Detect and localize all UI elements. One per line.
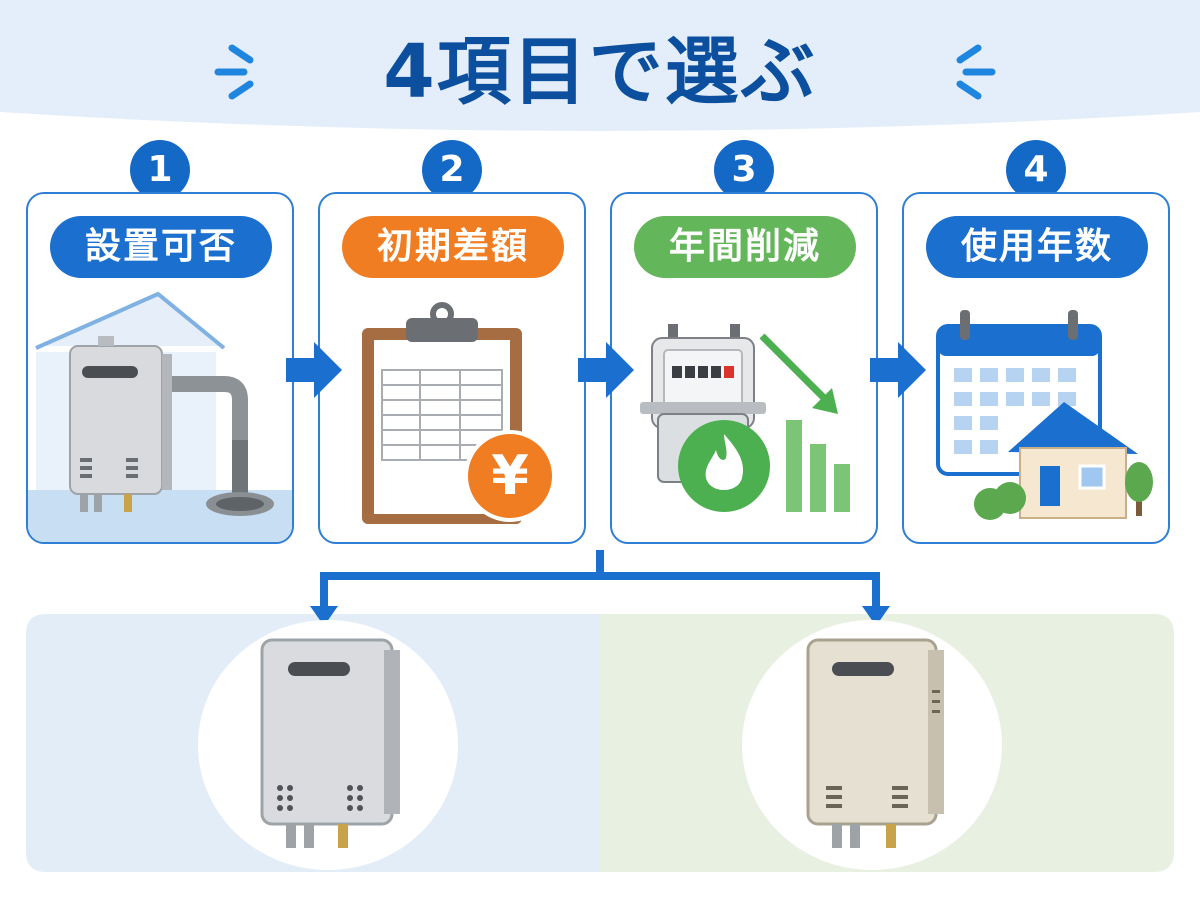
step-card-annual-savings: 年間削減 [610,192,878,544]
branch-arrow-icon [310,550,890,626]
step-label-initial-cost: 初期差額 [342,216,564,278]
water-heater-gray-icon [260,638,400,848]
step-number-2: 2 [422,140,482,200]
step-card-initial-cost: 初期差額 ¥ [318,192,586,544]
step-card-years-of-use: 使用年数 [902,192,1170,544]
page-title: 4項目で選ぶ [383,29,817,115]
spark-right-icon [956,44,996,100]
water-heater-beige-icon [806,638,944,848]
option-right [742,620,1002,870]
step-number-1: 1 [130,140,190,200]
yen-symbol: ¥ [491,444,529,507]
arrow-right-icon [578,342,634,398]
spark-left-icon [214,44,254,100]
arrow-right-icon [870,342,926,398]
step-label-installation: 設置可否 [50,216,272,278]
step-label-years-of-use: 使用年数 [926,216,1148,278]
clipboard-yen-icon: ¥ [362,302,556,524]
step-number-3: 3 [714,140,774,200]
header-band [0,0,1200,131]
option-left [198,620,458,870]
calendar-house-icon [936,310,1153,520]
gas-meter-savings-icon [640,324,850,512]
house-water-heater-icon [28,291,292,542]
step-label-annual-savings: 年間削減 [634,216,856,278]
arrow-right-icon [286,342,342,398]
step-number-4: 4 [1006,140,1066,200]
step-card-installation: 設置可否 [26,192,294,544]
